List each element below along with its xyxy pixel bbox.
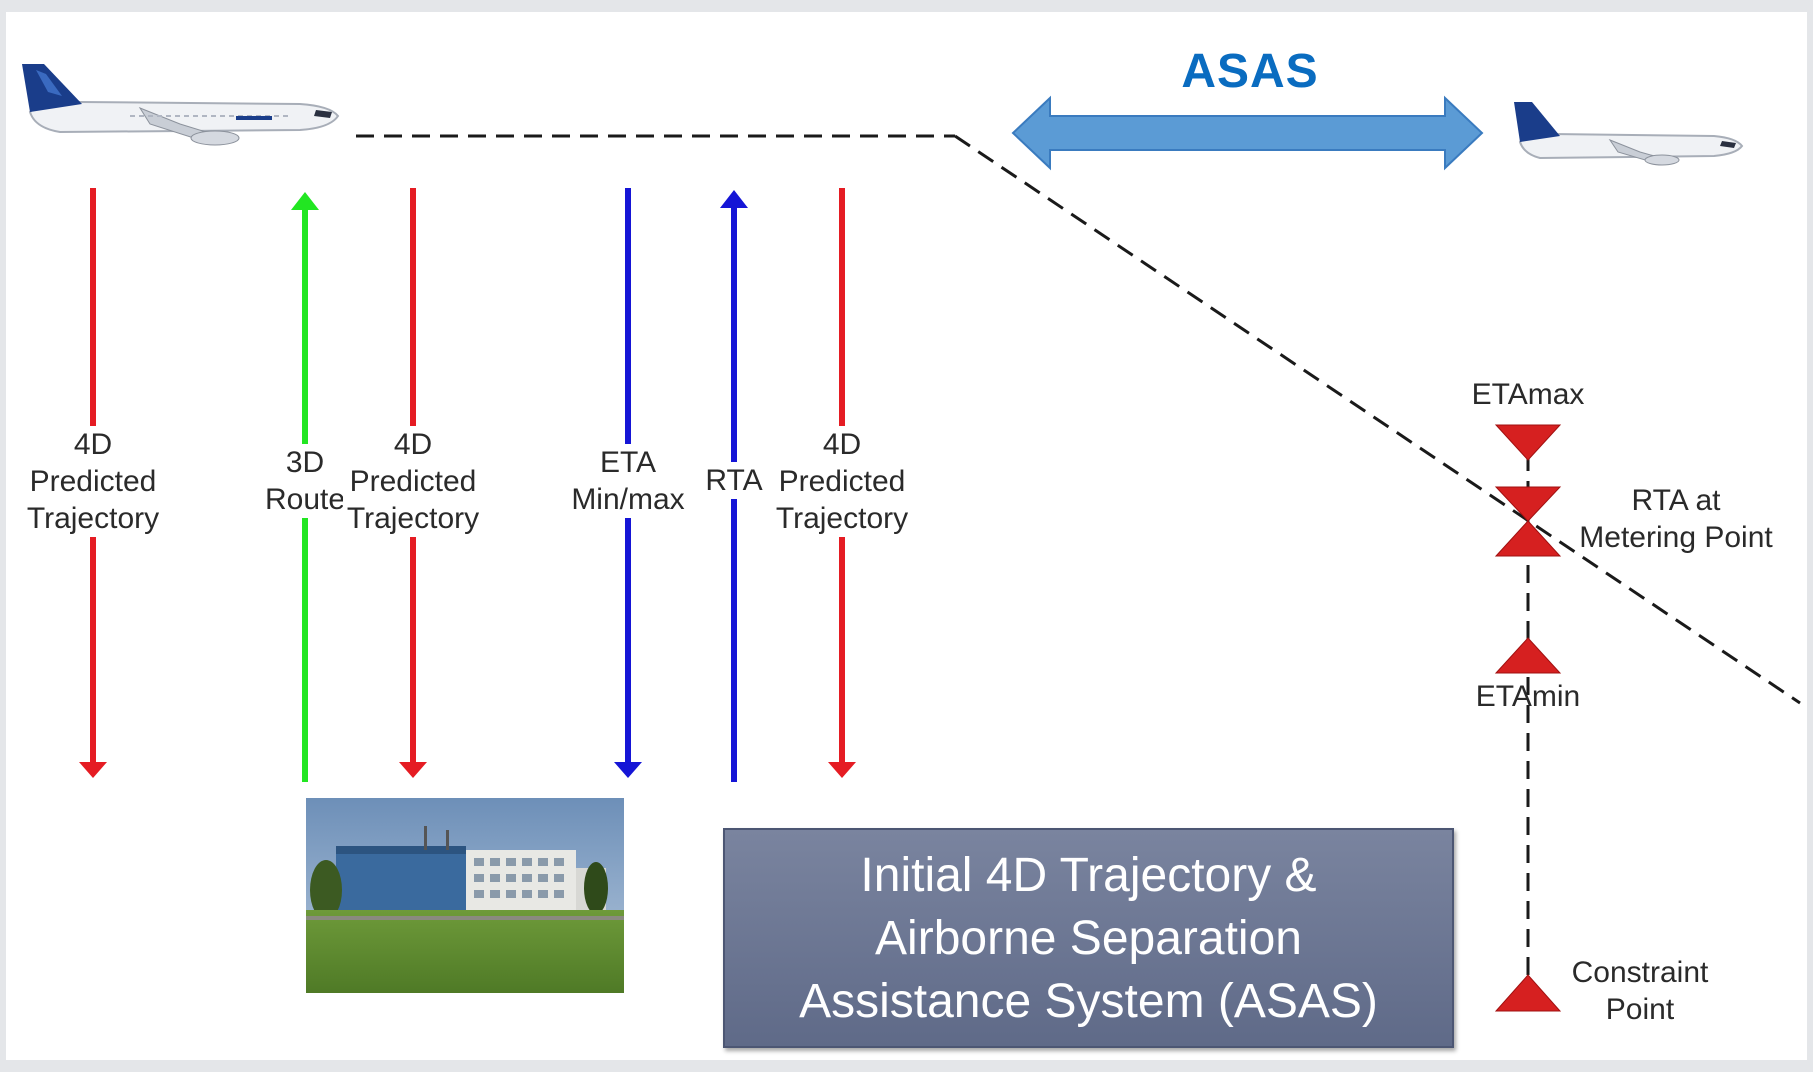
- caption-line-1: Initial 4D Trajectory &: [860, 848, 1317, 902]
- label-eta-min: ETAmin: [1475, 680, 1581, 713]
- label-rta-at-metering-point: RTA at Metering Point: [1579, 484, 1773, 554]
- building-photo: [306, 798, 624, 993]
- caption-line-2: Airborne Separation: [875, 911, 1302, 965]
- label-3d-route: 3D Route: [262, 444, 348, 518]
- rta-marker-bottom: [1494, 520, 1562, 557]
- label-eta-min-max: ETA Min/max: [566, 444, 690, 518]
- eta-min-marker: [1494, 637, 1562, 674]
- label-4d-predicted-trajectory-3: 4D Predicted Trajectory: [772, 426, 912, 537]
- caption-line-3: Assistance System (ASAS): [799, 974, 1378, 1028]
- label-eta-max: ETAmax: [1471, 378, 1585, 411]
- label-constraint-point: Constraint Point: [1571, 956, 1709, 1026]
- label-4d-predicted-trajectory-1: 4D Predicted Trajectory: [22, 426, 164, 537]
- asas-label: ASAS: [1181, 45, 1319, 98]
- aircraft-icon: [1514, 102, 1744, 166]
- rta-marker-top: [1494, 486, 1562, 522]
- asas-double-arrow: [1011, 95, 1484, 171]
- constraint-marker: [1494, 974, 1562, 1012]
- flight-path: [356, 134, 1801, 705]
- eta-max-marker: [1494, 424, 1562, 461]
- label-4d-predicted-trajectory-2: 4D Predicted Trajectory: [343, 426, 483, 537]
- aircraft-icon: [22, 64, 340, 146]
- caption-box: Initial 4D Trajectory & Airborne Separat…: [723, 828, 1454, 1048]
- label-rta: RTA: [700, 462, 768, 499]
